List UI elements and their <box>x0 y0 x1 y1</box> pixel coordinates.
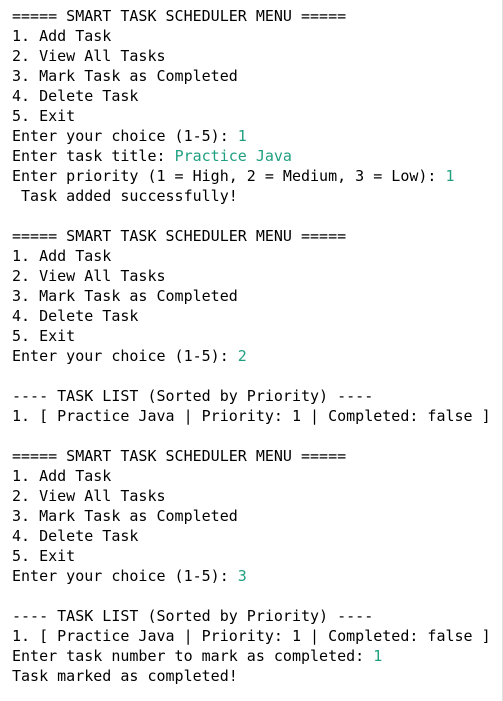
console-line: 3. Mark Task as Completed <box>12 506 502 526</box>
console-line-text: Task marked as completed! <box>12 667 238 685</box>
console-line: Enter priority (1 = High, 2 = Medium, 3 … <box>12 166 502 186</box>
console-line: 4. Delete Task <box>12 86 502 106</box>
console-line: 2. View All Tasks <box>12 486 502 506</box>
console-line: 4. Delete Task <box>12 526 502 546</box>
console-line-text: 5. Exit <box>12 327 76 345</box>
console-line-text: 2. View All Tasks <box>12 267 166 285</box>
console-line-text: Enter your choice (1-5): <box>12 127 238 145</box>
console-line-text: Task added successfully! <box>12 187 238 205</box>
console-line-text: ===== SMART TASK SCHEDULER MENU ===== <box>12 447 347 465</box>
console-line-text: 1. Add Task <box>12 247 112 265</box>
console-line: Enter task number to mark as completed: … <box>12 646 502 666</box>
console-line <box>12 426 502 446</box>
console-line: Enter your choice (1-5): 3 <box>12 566 502 586</box>
console-line: 3. Mark Task as Completed <box>12 286 502 306</box>
console-line-text: 4. Delete Task <box>12 307 139 325</box>
console-line-text: 3. Mark Task as Completed <box>12 507 238 525</box>
user-input-text: 3 <box>237 567 247 585</box>
console-line: 5. Exit <box>12 546 502 566</box>
console-line-text: 1. [ Practice Java | Priority: 1 | Compl… <box>12 627 491 645</box>
console-line-text: Enter task number to mark as completed: <box>12 647 374 665</box>
console-line: Task marked as completed! <box>12 666 502 686</box>
console-line-text: 4. Delete Task <box>12 527 139 545</box>
console-line-text: 1. Add Task <box>12 27 112 45</box>
console-line-text: ===== SMART TASK SCHEDULER MENU ===== <box>12 227 347 245</box>
console-line: ---- TASK LIST (Sorted by Priority) ---- <box>12 386 502 406</box>
console-line: ---- TASK LIST (Sorted by Priority) ---- <box>12 606 502 626</box>
user-input-text: 1 <box>237 127 247 145</box>
console-line: 1. [ Practice Java | Priority: 1 | Compl… <box>12 626 502 646</box>
console-line: 1. Add Task <box>12 246 502 266</box>
console-line: 2. View All Tasks <box>12 266 502 286</box>
console-line <box>12 586 502 606</box>
console-line-text: 1. Add Task <box>12 467 112 485</box>
console-line-text: 5. Exit <box>12 547 76 565</box>
console-line-text: 5. Exit <box>12 107 76 125</box>
user-input-text: 1 <box>373 647 383 665</box>
console-line-text: 4. Delete Task <box>12 87 139 105</box>
console-line: 4. Delete Task <box>12 306 502 326</box>
console-line: 1. Add Task <box>12 26 502 46</box>
console-line: Enter your choice (1-5): 1 <box>12 126 502 146</box>
user-input-text: 2 <box>237 347 247 365</box>
console-line-text: Enter your choice (1-5): <box>12 567 238 585</box>
console-line: ===== SMART TASK SCHEDULER MENU ===== <box>12 6 502 26</box>
console-line-text: 2. View All Tasks <box>12 487 166 505</box>
console-line <box>12 206 502 226</box>
console-line: Enter your choice (1-5): 2 <box>12 346 502 366</box>
console-line: 2. View All Tasks <box>12 46 502 66</box>
console-line: 1. Add Task <box>12 466 502 486</box>
console-line-text: 3. Mark Task as Completed <box>12 287 238 305</box>
user-input-text: 1 <box>445 167 455 185</box>
console-line: Enter task title: Practice Java <box>12 146 502 166</box>
console-line-text: ---- TASK LIST (Sorted by Priority) ---- <box>12 387 374 405</box>
console-line: Task added successfully! <box>12 186 502 206</box>
console-line-text: Enter priority (1 = High, 2 = Medium, 3 … <box>12 167 446 185</box>
console-line-text: Enter task title: <box>12 147 175 165</box>
console-line-text: Enter your choice (1-5): <box>12 347 238 365</box>
console-line <box>12 366 502 386</box>
console-line-text: ---- TASK LIST (Sorted by Priority) ---- <box>12 607 374 625</box>
console-line: 3. Mark Task as Completed <box>12 66 502 86</box>
user-input-text: Practice Java <box>174 147 292 165</box>
console-line: ===== SMART TASK SCHEDULER MENU ===== <box>12 226 502 246</box>
console-line: 5. Exit <box>12 326 502 346</box>
console-line: 5. Exit <box>12 106 502 126</box>
console-line: 1. [ Practice Java | Priority: 1 | Compl… <box>12 406 502 426</box>
console-line-text: 2. View All Tasks <box>12 47 166 65</box>
console-line-text: 1. [ Practice Java | Priority: 1 | Compl… <box>12 407 491 425</box>
console-line-text: 3. Mark Task as Completed <box>12 67 238 85</box>
console-line-text: ===== SMART TASK SCHEDULER MENU ===== <box>12 7 347 25</box>
console-line: ===== SMART TASK SCHEDULER MENU ===== <box>12 446 502 466</box>
